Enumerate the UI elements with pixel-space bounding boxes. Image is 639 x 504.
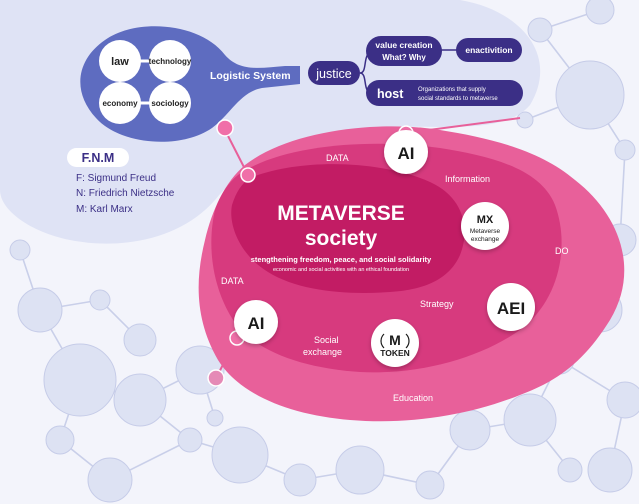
enactivition-label: enactivition: [465, 45, 512, 55]
fnm-legend: F.N.M F: Sigmund Freud N: Friedrich Niet…: [67, 148, 175, 215]
center-subtitle: stengthening freedom, peace, and social …: [251, 255, 432, 264]
inner-magenta-region: [231, 164, 465, 293]
economy-label: economy: [102, 99, 138, 108]
justice-node: justice: [308, 61, 360, 85]
center-title-line1: METAVERSE: [277, 202, 405, 225]
value-creation-line1: value creation: [375, 40, 432, 50]
ai-left-label: AI: [248, 314, 265, 333]
social-label-line2: exchange: [303, 347, 342, 357]
value-creation-line2: What? Why: [382, 53, 426, 62]
mx-node: [461, 202, 509, 250]
metaverse-title: METAVERSE society stengthening freedom, …: [251, 202, 432, 273]
data-left-label: DATA: [221, 276, 244, 286]
fnm-marx: M: Karl Marx: [76, 204, 133, 215]
sociology-circle: [149, 82, 191, 124]
aei-node: [487, 283, 535, 331]
technology-circle: [149, 40, 191, 82]
law-label: law: [111, 56, 129, 68]
token-label: TOKEN: [380, 348, 410, 358]
mx-line2: exchange: [471, 236, 500, 243]
domain-cluster: law technology economy sociology: [99, 40, 192, 124]
center-subtitle-2: economic and social activities with an e…: [273, 267, 409, 273]
technology-label: technology: [149, 57, 192, 66]
justice-label: justice: [315, 67, 351, 81]
host-node: host Organizations that supply social st…: [366, 80, 523, 106]
fnm-freud: F: Sigmund Freud: [76, 173, 156, 184]
host-desc-line1: Organizations that supply: [418, 87, 486, 93]
aei-label: AEI: [497, 299, 525, 318]
fnm-title: F.N.M: [82, 151, 115, 165]
enactivition-node: enactivition: [456, 38, 522, 62]
ai-top-label: AI: [398, 144, 415, 163]
data-top-label: DATA: [326, 153, 349, 163]
host-label: host: [377, 87, 404, 101]
m-token-node: [371, 319, 419, 367]
center-title-line2: society: [305, 227, 378, 250]
fnm-nietzsche: N: Friedrich Nietzsche: [76, 188, 175, 199]
mx-label: MX: [477, 214, 494, 226]
laurel-icon: [380, 333, 410, 349]
education-label: Education: [393, 393, 433, 403]
law-circle: [99, 40, 141, 82]
region-labels: DATA DATA Information Strategy Social ex…: [221, 153, 569, 403]
social-label-line1: Social: [314, 335, 339, 345]
mx-line1: Metaverse: [470, 228, 501, 235]
sociology-label: sociology: [151, 99, 189, 108]
information-label: Information: [445, 174, 490, 184]
ai-left-node: [234, 300, 278, 344]
value-creation-node: value creation What? Why: [366, 36, 442, 66]
economy-circle: [99, 82, 141, 124]
m-token-letter: M: [389, 332, 401, 348]
strategy-label: Strategy: [420, 299, 454, 309]
logistic-system-label: Logistic System: [210, 70, 291, 82]
host-desc-line2: social standards to metaverse: [418, 96, 498, 102]
ai-top-node: [384, 130, 428, 174]
do-label: DO: [555, 246, 569, 256]
